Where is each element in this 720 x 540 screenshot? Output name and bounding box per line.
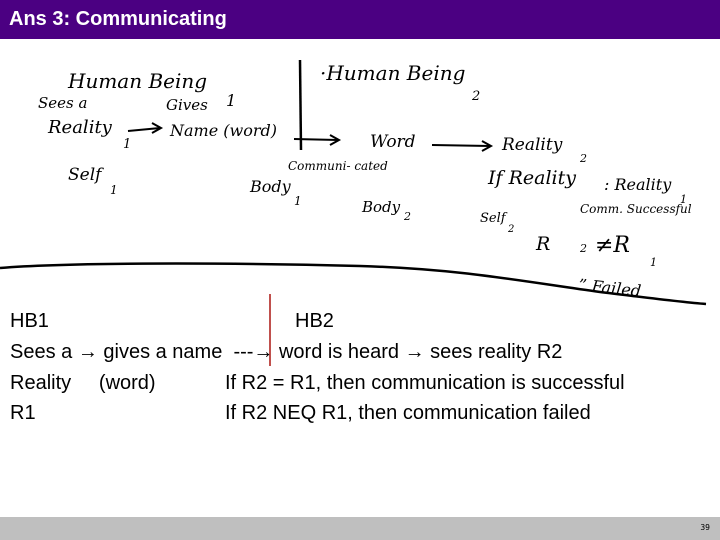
subscript: 2	[471, 89, 480, 104]
subscript: 1	[294, 194, 302, 208]
handwritten-diagram: Human Being 1 Sees a Gives Reality 1 Nam…	[0, 59, 707, 306]
name-word-label: Name (word)	[169, 121, 277, 140]
human-being-2-group: ·Human Being 2 Word Communi- cated Body …	[249, 61, 480, 223]
not-equal-r-label: ≠R	[595, 233, 630, 258]
note-line-4-left: R1	[10, 402, 36, 424]
subscript: 1	[123, 137, 131, 152]
gives-label: Gives	[166, 96, 208, 114]
r-label: R	[535, 233, 550, 255]
communicated-label: Communi- cated	[288, 159, 388, 173]
note-line-3-left: Reality (word)	[10, 372, 156, 394]
arrow-name-to-word	[293, 138, 339, 141]
arrow-word-to-reality	[431, 144, 491, 147]
separator-ink-line	[0, 262, 707, 306]
vertical-divider-ink	[298, 59, 303, 151]
red-vertical-divider	[269, 294, 271, 366]
reality-1-label: Reality	[47, 117, 113, 138]
human-being-1-group: Human Being 1 Sees a Gives Reality 1 Nam…	[38, 69, 277, 197]
subscript: 2	[507, 224, 514, 235]
word-label: Word	[370, 132, 416, 152]
page-number: 39	[700, 523, 710, 532]
body-2-label: Body	[361, 198, 401, 216]
subscript: 2	[579, 242, 587, 255]
subscript: 1	[680, 193, 687, 206]
note-line-3-right: If R2 = R1, then communication is succes…	[225, 372, 625, 394]
equals-reality-label: : Reality	[604, 175, 672, 194]
if-reality-label: If Reality	[487, 167, 576, 189]
arrow-reality-to-name	[127, 127, 161, 132]
subscript: 1	[226, 91, 236, 110]
reality-2-group: Reality 2 If Reality : Reality 1 Comm. S…	[480, 135, 692, 301]
reality-2-label: Reality	[501, 135, 563, 155]
note-line-1-right: HB2	[295, 310, 334, 332]
footer-bar: 39	[0, 517, 720, 540]
self-2-label: Self	[480, 211, 508, 226]
human-being-2-label: ·Human Being	[320, 61, 465, 85]
self-1-label: Self	[68, 165, 104, 185]
human-being-1-label: Human Being	[67, 69, 207, 93]
note-line-2: Sees a → gives a name ---→ word is heard…	[10, 341, 563, 363]
subscript: 1	[650, 256, 657, 269]
subscript: 2	[579, 152, 587, 165]
body-1-label: Body	[249, 177, 292, 196]
note-line-4-right: If R2 NEQ R1, then communication failed	[225, 402, 591, 424]
title-bar: Ans 3: Communicating	[0, 0, 720, 39]
subscript: 1	[110, 183, 118, 197]
slide-title: Ans 3: Communicating	[9, 8, 227, 30]
subscript: 2	[403, 210, 411, 223]
sees-a-label: Sees a	[38, 94, 87, 112]
note-line-1-left: HB1	[10, 310, 49, 332]
comm-successful-label: Comm. Successful	[580, 202, 692, 216]
